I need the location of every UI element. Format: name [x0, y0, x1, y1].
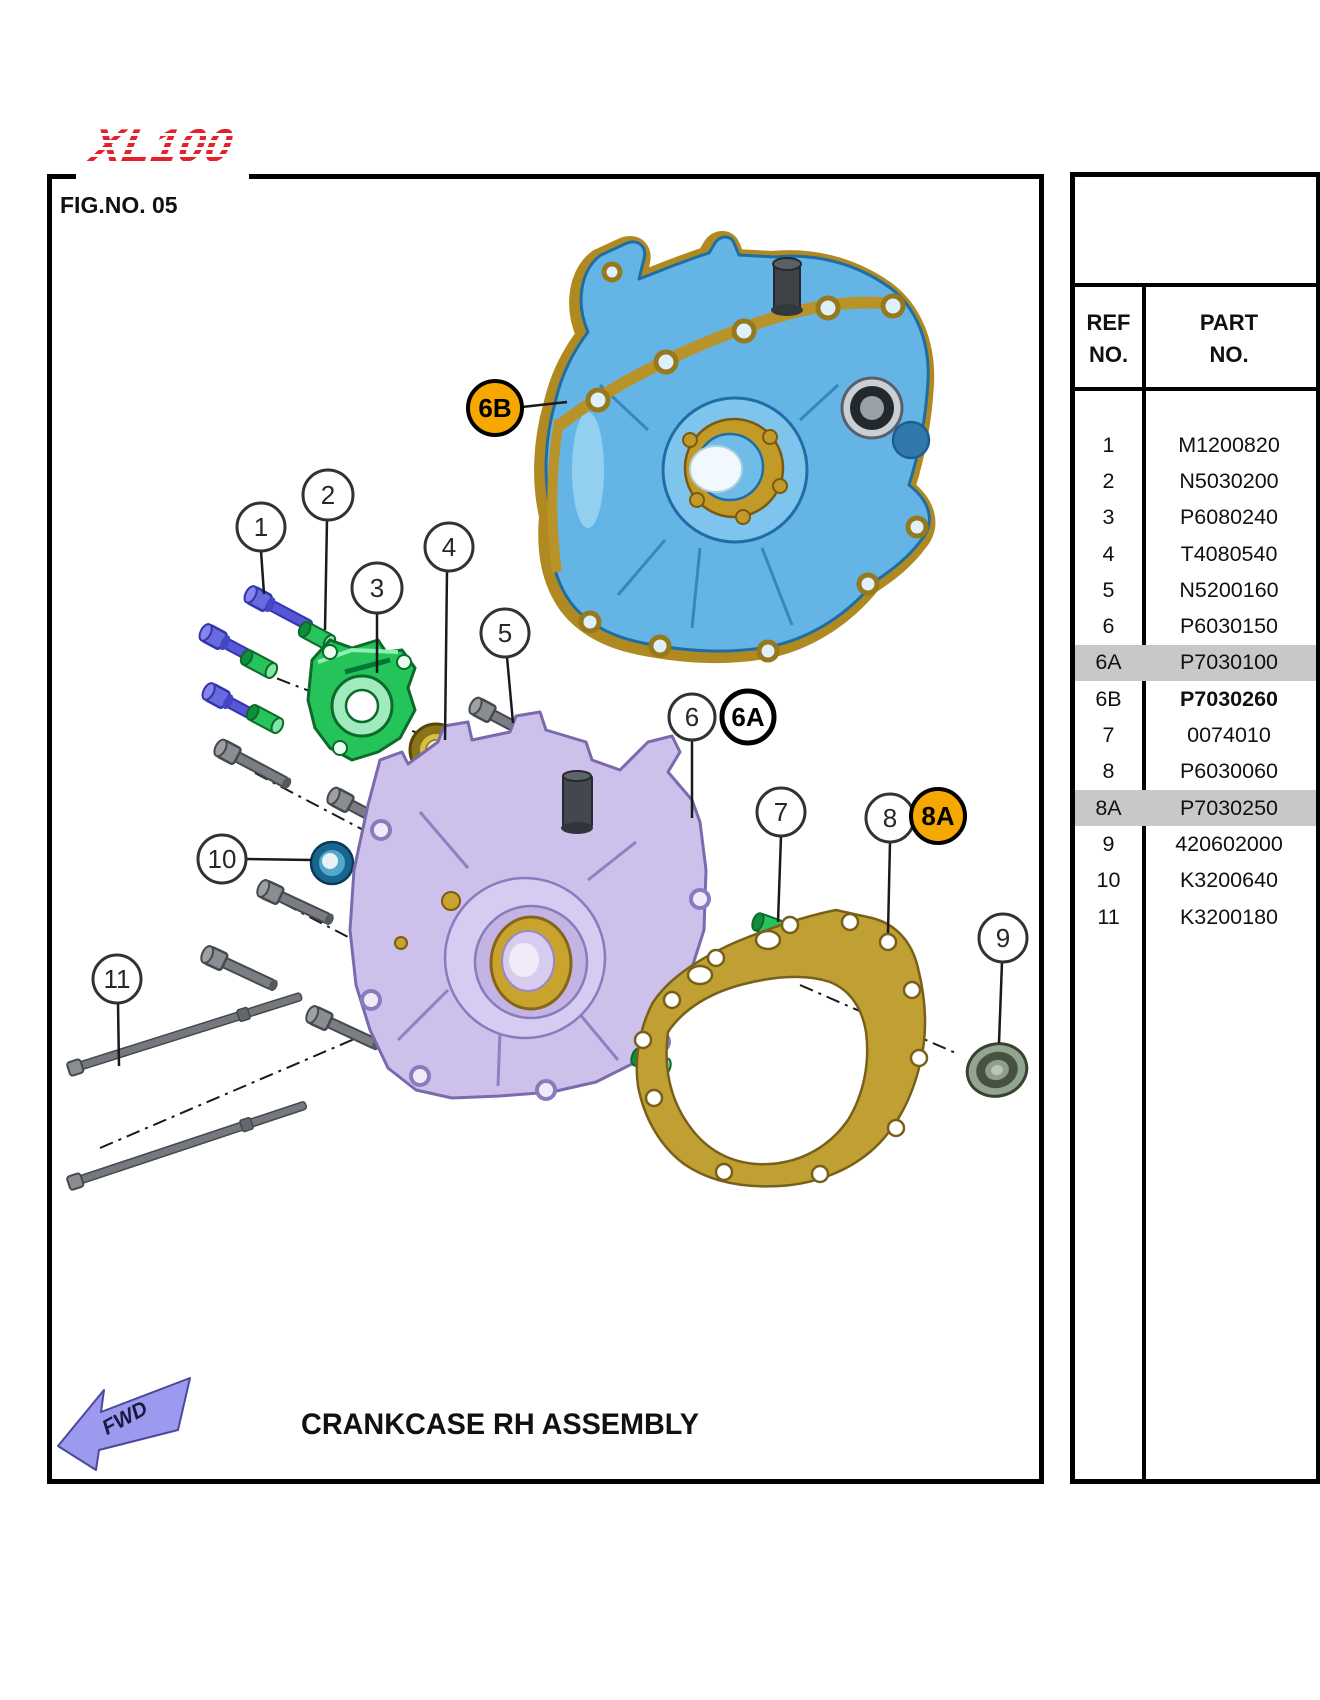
ref-no-cell: 5: [1102, 577, 1115, 602]
part-no-cell: T4080540: [1180, 541, 1278, 566]
ref-no-cell: 10: [1096, 868, 1121, 893]
part-no-cell: P6030060: [1179, 759, 1279, 784]
ref-no-cell: 6B: [1095, 686, 1122, 711]
ref-header-line2: NO.: [1088, 342, 1129, 367]
table-row: 1 M1200820: [1075, 427, 1316, 463]
part-no-cell: P7030100: [1179, 650, 1279, 675]
part-no-cell: P6030150: [1179, 614, 1279, 639]
part-no-header: PART NO.: [1142, 287, 1316, 391]
ref-no-cell: 6: [1102, 614, 1115, 639]
part-no-cell: N5200160: [1179, 577, 1279, 602]
part-header-line2: NO.: [1209, 342, 1249, 367]
table-row: 11 K3200180: [1075, 899, 1316, 935]
part-no-cell: K3200180: [1179, 904, 1279, 929]
part-no-cell: P6080240: [1179, 505, 1279, 530]
table-row: 8A P7030250: [1075, 789, 1316, 827]
table-row: 6A P7030100: [1075, 644, 1316, 682]
ref-no-cell: 2: [1102, 468, 1115, 493]
part-no-cell: N5030200: [1179, 468, 1279, 493]
table-row: 4 T4080540: [1075, 536, 1316, 572]
brand-logo: XL100: [76, 112, 249, 182]
table-row: 6 P6030150: [1075, 608, 1316, 644]
ref-no-cell: 8A: [1095, 795, 1122, 820]
figure-number-label: FIG.NO. 05: [60, 192, 178, 218]
table-row: 8 P6030060: [1075, 754, 1316, 790]
logo-stripe-overlay: [76, 122, 249, 172]
ref-no-header: REF NO.: [1075, 287, 1142, 391]
table-right-divider: [1316, 177, 1320, 1479]
table-header-row: REF NO. PART NO.: [1075, 287, 1316, 391]
table-row: 5 N5200160: [1075, 572, 1316, 608]
part-no-cell: P7030260: [1179, 686, 1279, 711]
table-row: 3 P6080240: [1075, 500, 1316, 536]
part-no-cell: P7030250: [1179, 795, 1279, 820]
part-no-cell: 0074010: [1187, 723, 1271, 748]
table-row: 9 420602000: [1075, 826, 1316, 862]
table-column-divider: [1142, 283, 1146, 1479]
table-row: 2 N5030200: [1075, 463, 1316, 499]
ref-no-cell: 1: [1102, 432, 1115, 457]
table-subheader-divider: [1075, 387, 1320, 391]
table-row: 6B P7030260: [1075, 681, 1316, 717]
drawing-frame: [47, 174, 1044, 1484]
ref-no-cell: 9: [1102, 831, 1115, 856]
ref-no-cell: 3: [1102, 505, 1115, 530]
ref-no-cell: 7: [1102, 723, 1115, 748]
part-header-line1: PART: [1199, 310, 1259, 336]
ref-no-cell: 8: [1102, 759, 1115, 784]
table-row: 7 0074010: [1075, 717, 1316, 753]
ref-header-line1: REF: [1086, 310, 1131, 336]
part-no-cell: K3200640: [1179, 868, 1279, 893]
part-no-cell: M1200820: [1178, 432, 1280, 457]
page-title: CRANKCASE RH ASSEMBLY: [301, 1408, 699, 1441]
table-row: 10 K3200640: [1075, 863, 1316, 899]
ref-no-cell: 4: [1102, 541, 1115, 566]
ref-no-cell: 11: [1097, 904, 1120, 929]
table-header-divider: [1075, 283, 1320, 287]
part-no-cell: 420602000: [1175, 831, 1283, 856]
ref-no-cell: 6A: [1095, 650, 1122, 675]
table-rows: 1 M1200820 2 N5030200 3 P6080240 4 T4080540 5 N52…: [1075, 391, 1316, 935]
parts-table: REF NO. PART NO. 1 M1200820 2 N5030200 3 P608…: [1070, 172, 1320, 1484]
